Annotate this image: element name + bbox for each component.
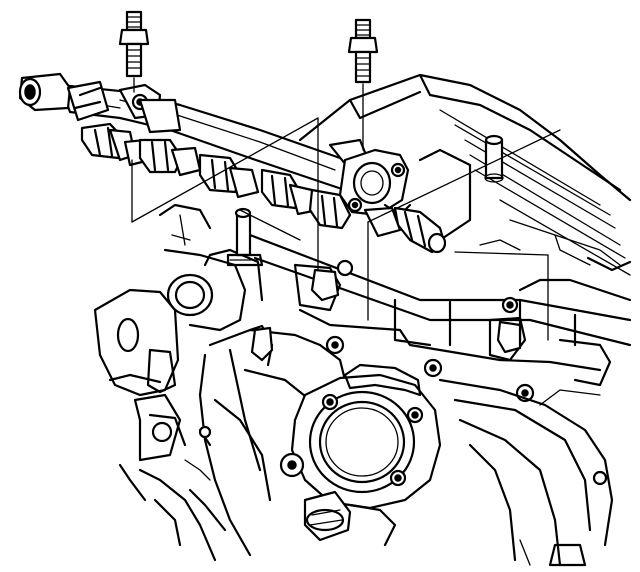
alignment-lines bbox=[131, 83, 561, 341]
injector-bolt-right bbox=[347, 18, 379, 84]
throttle-body bbox=[279, 363, 442, 547]
fuel-injector-2 bbox=[138, 138, 202, 177]
fuel-pressure-regulator bbox=[338, 148, 412, 217]
fuel-injector-6 bbox=[363, 206, 447, 254]
injector-bolt-left bbox=[118, 10, 150, 93]
fuel-injector-3 bbox=[198, 153, 260, 199]
intake-manifold bbox=[198, 324, 614, 567]
fuel-injector-5 bbox=[308, 188, 352, 230]
injector-ports bbox=[293, 259, 612, 387]
fuel-rail bbox=[18, 72, 370, 192]
coolant-outlet bbox=[158, 203, 264, 332]
engine-block bbox=[93, 288, 227, 562]
cylinder-head bbox=[248, 73, 632, 347]
